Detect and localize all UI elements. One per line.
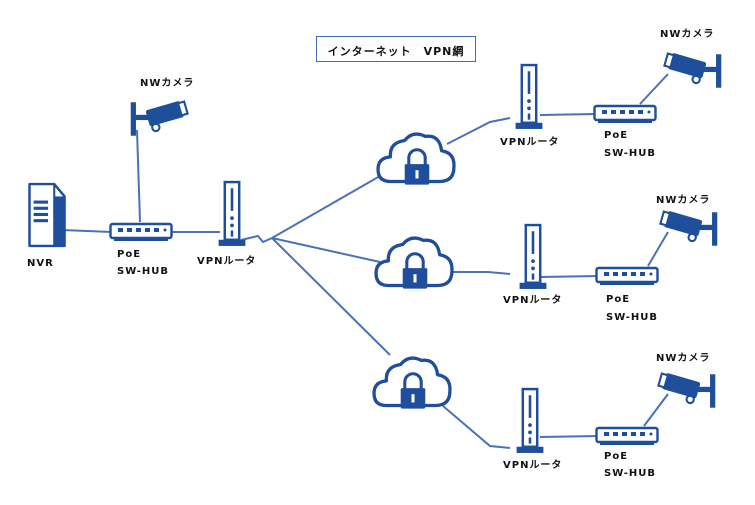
camera-label: NWカメラ	[656, 353, 711, 364]
link-switch-camera	[136, 129, 141, 223]
link-cloud3-router	[442, 405, 511, 449]
link-hub-cloud2	[271, 237, 381, 263]
link-router1-switch	[539, 113, 597, 116]
sw-hub-label: SW-HUB	[604, 468, 657, 479]
link-router-hub	[240, 234, 273, 244]
cloud-lock-icon	[374, 236, 454, 291]
sw-hub-label: SW-HUB	[606, 312, 659, 323]
poe-switch-icon	[593, 104, 657, 125]
camera-icon	[658, 208, 719, 247]
poe-label: PoE	[117, 249, 142, 260]
link-router2-switch	[539, 275, 600, 278]
vpn-router-label: VPNルータ	[503, 460, 563, 471]
link-hub-cloud3	[271, 237, 391, 356]
router-icon	[515, 387, 545, 455]
vpn-router-label: VPNルータ	[197, 256, 257, 267]
camera-icon	[129, 98, 190, 137]
router-icon	[514, 63, 544, 131]
title-box: インターネット VPN網	[316, 36, 476, 62]
camera-label: NWカメラ	[656, 195, 711, 206]
link-switch1-camera	[639, 73, 669, 105]
camera-label: NWカメラ	[660, 29, 715, 40]
router-icon	[518, 223, 548, 291]
link-router3-switch	[539, 435, 600, 438]
camera-icon	[662, 50, 723, 89]
poe-switch-icon	[595, 266, 659, 287]
link-nvr-switch	[61, 229, 113, 233]
nvr-icon	[28, 182, 66, 248]
poe-label: PoE	[604, 451, 629, 462]
link-cloud2-router	[447, 271, 511, 275]
router-icon	[217, 180, 247, 248]
sw-hub-label: SW-HUB	[604, 148, 657, 159]
link-hub-cloud1	[271, 175, 381, 239]
vpn-router-label: VPNルータ	[503, 295, 563, 306]
diagram-title: インターネット VPN網	[327, 45, 465, 58]
cloud-lock-icon	[376, 132, 456, 187]
poe-switch-icon	[109, 222, 173, 243]
vpn-router-label: VPNルータ	[500, 137, 560, 148]
link-switch2-camera	[647, 231, 669, 267]
poe-label: PoE	[604, 130, 629, 141]
camera-label: NWカメラ	[140, 78, 195, 89]
connections	[61, 73, 669, 449]
nvr-label: NVR	[27, 258, 54, 269]
poe-switch-icon	[595, 426, 659, 447]
link-switch3-camera	[643, 393, 669, 427]
sw-hub-label: SW-HUB	[117, 266, 170, 277]
poe-label: PoE	[606, 294, 631, 305]
cloud-lock-icon	[372, 356, 452, 411]
link-cloud1-router	[446, 117, 511, 145]
camera-icon	[656, 370, 717, 409]
